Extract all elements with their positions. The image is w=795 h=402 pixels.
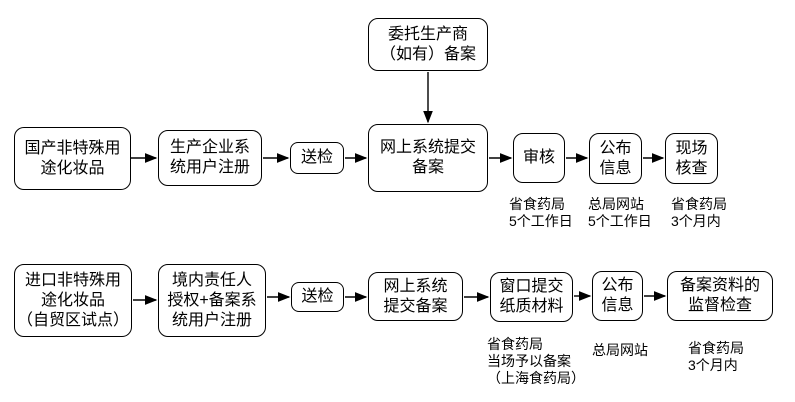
note-review-authority: 省食药局 5个工作日	[509, 196, 573, 229]
node-label: 生产企业系 统用户注册	[169, 139, 250, 176]
node-publish-info-top: 公布 信息	[589, 133, 642, 184]
node-supervision-check: 备案资料的 监督检查	[667, 271, 773, 321]
node-label: 现场 核查	[675, 139, 708, 177]
node-online-submission-bottom: 网上系统 提交备案	[368, 272, 463, 321]
node-label: 网上系统 提交备案	[383, 277, 448, 315]
node-domestic-product: 国产非特殊用 途化妆品	[14, 127, 131, 190]
node-send-inspection-bottom: 送检	[291, 282, 344, 312]
note-publish-authority-top: 总局网站 5个工作日	[588, 196, 652, 229]
note-supervision-authority: 省食药局 3个月内	[688, 340, 744, 373]
node-send-inspection-top: 送检	[290, 142, 344, 174]
node-label: 备案资料的 监督检查	[679, 277, 760, 314]
note-onsite-authority: 省食药局 3个月内	[671, 196, 727, 229]
node-publish-info-bottom: 公布 信息	[592, 271, 643, 321]
note-publish-authority-bottom: 总局网站	[592, 342, 648, 358]
node-label: 网上系统提交 备案	[379, 139, 476, 176]
node-label: 委托生产商 （如有）备案	[379, 25, 476, 63]
node-enterprise-registration: 生产企业系 统用户注册	[158, 130, 262, 186]
node-label: 境内责任人 授权+备案系 统用户注册	[167, 271, 257, 329]
node-responsible-person-registration: 境内责任人 授权+备案系 统用户注册	[158, 264, 266, 337]
node-label: 送检	[301, 288, 334, 305]
node-label: 国产非特殊用 途化妆品	[24, 139, 121, 177]
node-review: 审核	[513, 133, 565, 183]
node-label: 进口非特殊用 途化妆品 （自贸区试点）	[17, 271, 130, 329]
node-window-submission: 窗口提交 纸质材料	[490, 272, 573, 322]
node-label: 公布 信息	[601, 277, 634, 314]
node-imported-product: 进口非特殊用 途化妆品 （自贸区试点）	[14, 264, 132, 337]
node-label: 窗口提交 纸质材料	[499, 278, 564, 315]
node-label: 公布 信息	[599, 139, 632, 177]
node-onsite-verification: 现场 核查	[665, 133, 718, 184]
node-online-submission-top: 网上系统提交 备案	[368, 124, 488, 192]
note-window-authority: 省食药局 当场予以备案 （上海食药局）	[487, 336, 585, 386]
node-entrusted-manufacturer: 委托生产商 （如有）备案	[368, 18, 488, 71]
node-label: 送检	[300, 149, 333, 166]
node-label: 审核	[522, 149, 555, 166]
